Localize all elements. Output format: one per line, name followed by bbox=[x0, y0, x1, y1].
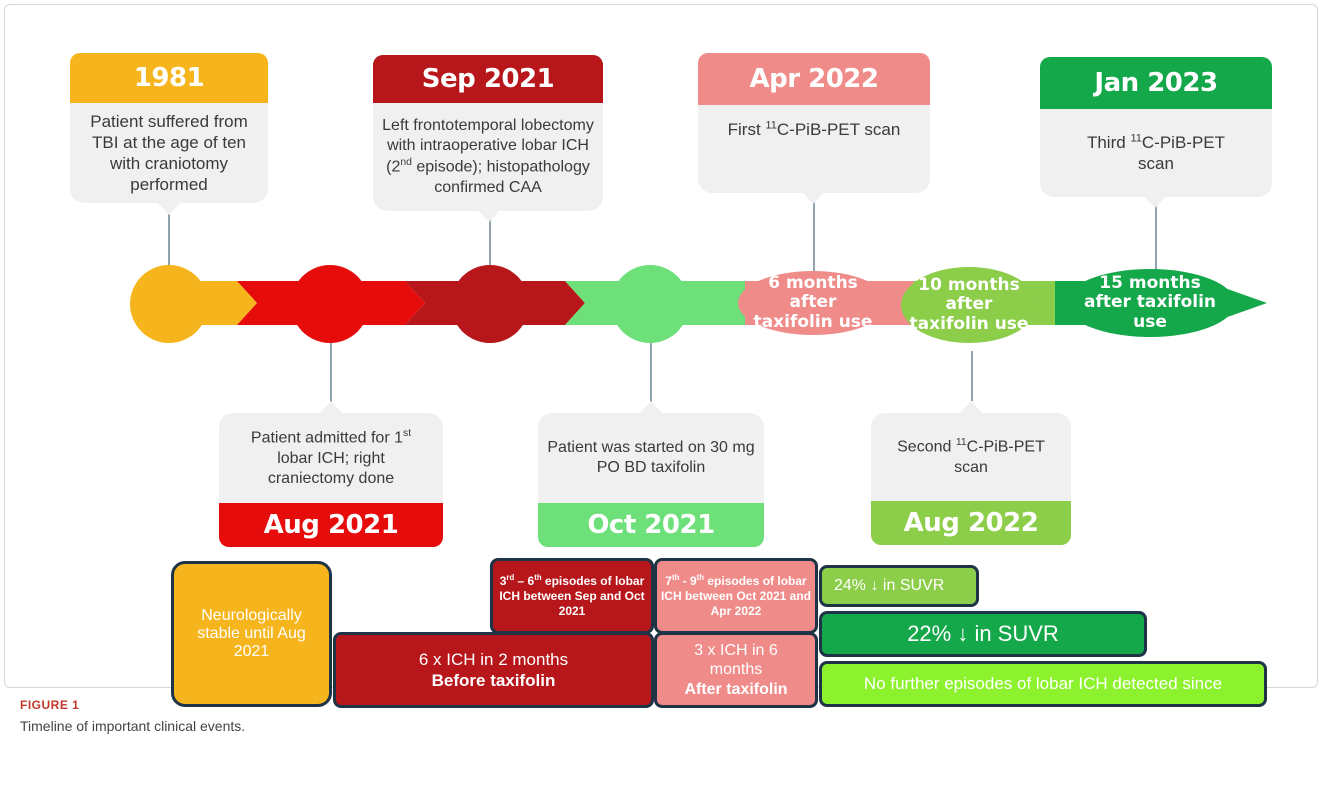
callout-aug2021: Patient admitted for 1st lobar ICH; righ… bbox=[219, 401, 443, 547]
box-after-taxifolin: 3 x ICH in 6 months After taxifolin bbox=[654, 632, 818, 708]
jan2023-text-sup: 11 bbox=[1130, 132, 1142, 145]
callout-sep2021-date: Sep 2021 bbox=[373, 55, 603, 103]
callout-oct2021: Patient was started on 30 mg PO BD taxif… bbox=[538, 401, 764, 547]
callout-sep2021: Sep 2021 Left frontotemporal lobectomy w… bbox=[373, 55, 603, 222]
box-suvr-24: 24% ↓ in SUVR bbox=[819, 565, 979, 607]
callout-sep2021-pointer bbox=[478, 210, 500, 222]
connector-1981 bbox=[168, 213, 170, 271]
callout-oct2021-pointer bbox=[640, 401, 662, 413]
callout-apr2022-date: Apr 2022 bbox=[698, 53, 930, 105]
aug2021-text-b: lobar ICH; right craniectomy done bbox=[267, 449, 395, 487]
sep2021-text-sup: nd bbox=[400, 157, 412, 169]
callout-jan2023-date: Jan 2023 bbox=[1040, 57, 1272, 109]
before-line2: Before taxifolin bbox=[431, 671, 556, 690]
node-aug2021 bbox=[291, 265, 369, 343]
figure-frame: 6 months after taxifolin use 10 months a… bbox=[4, 4, 1318, 708]
connector-sep2021 bbox=[489, 218, 491, 271]
figure-label: FIGURE 1 bbox=[20, 698, 80, 712]
oct-apr-pre: 7 bbox=[665, 574, 672, 588]
sep-oct-sup2: th bbox=[534, 573, 542, 582]
callout-aug2022-pointer bbox=[960, 401, 982, 413]
apr2022-text-b: C-PiB-PET scan bbox=[776, 120, 901, 139]
no-further-text: No further episodes of lobar ICH detecte… bbox=[863, 674, 1223, 693]
apr2022-text-a: First bbox=[727, 120, 766, 139]
box-episodes-sep-oct: 3rd – 6th episodes of lobar ICH between … bbox=[490, 558, 654, 634]
neuro-stable-text: Neurologically stable until Aug 2021 bbox=[197, 607, 306, 660]
connector-apr2022 bbox=[813, 200, 815, 272]
sep-oct-rest: episodes of lobar ICH between Sep and Oc… bbox=[499, 574, 645, 618]
callout-aug2021-date: Aug 2021 bbox=[219, 503, 443, 547]
oval-10-months: 10 months after taxifolin use bbox=[901, 267, 1037, 343]
aug2022-text-b: C-PiB-PET scan bbox=[954, 438, 1045, 476]
connector-aug2021 bbox=[330, 341, 332, 403]
oct-apr-rest: episodes of lobar ICH between Oct 2021 a… bbox=[660, 574, 812, 618]
oval-15-months-label: 15 months after taxifolin use bbox=[1083, 272, 1217, 332]
oval-10-months-label: 10 months after taxifolin use bbox=[909, 274, 1029, 334]
callout-jan2023-pointer bbox=[1144, 196, 1166, 208]
node-sep2021 bbox=[451, 265, 529, 343]
sep-oct-mid: – 6 bbox=[514, 574, 535, 588]
oct-apr-sup2: th bbox=[696, 573, 705, 582]
oval-6-months-label: 6 months after taxifolin use bbox=[753, 272, 873, 332]
callout-aug2021-pointer bbox=[320, 401, 342, 413]
callout-1981: 1981 Patient suffered from TBI at the ag… bbox=[70, 53, 268, 215]
box-before-taxifolin: 6 x ICH in 2 months Before taxifolin bbox=[333, 632, 654, 708]
sep-oct-sup1: rd bbox=[506, 573, 515, 582]
aug2022-text-sup: 11 bbox=[955, 437, 967, 449]
callout-aug2021-text: Patient admitted for 1st lobar ICH; righ… bbox=[219, 413, 443, 503]
jan2023-text-a: Third bbox=[1086, 132, 1131, 152]
figure-title: Timeline of important clinical events. bbox=[20, 718, 246, 734]
connector-oct2021 bbox=[650, 341, 652, 403]
oval-15-months: 15 months after taxifolin use bbox=[1065, 269, 1235, 337]
oct-apr-sup1: th bbox=[671, 573, 680, 582]
oct-apr-mid: - 9 bbox=[679, 574, 697, 588]
box-episodes-oct-apr: 7th - 9th episodes of lobar ICH between … bbox=[654, 558, 818, 634]
oval-6-months: 6 months after taxifolin use bbox=[738, 271, 888, 335]
sep2021-text-b: episode); histopathology confirmed CAA bbox=[411, 158, 590, 196]
callout-1981-date: 1981 bbox=[70, 53, 268, 103]
callout-apr2022-text: First 11C-PiB-PET scan bbox=[698, 105, 930, 193]
callout-apr2022: Apr 2022 First 11C-PiB-PET scan bbox=[698, 53, 930, 204]
aug2021-text-a: Patient admitted for 1 bbox=[250, 429, 403, 447]
callout-oct2021-text: Patient was started on 30 mg PO BD taxif… bbox=[538, 413, 764, 503]
aug2022-text-a: Second bbox=[897, 438, 956, 456]
sep2021-text-a: Left frontotemporal lobectomy with intra… bbox=[382, 117, 594, 176]
figure-caption: FIGURE 1 Timeline of important clinical … bbox=[20, 698, 245, 734]
callout-oct2021-date: Oct 2021 bbox=[538, 503, 764, 547]
callout-aug2022: Second 11C-PiB-PET scan Aug 2022 bbox=[871, 401, 1071, 545]
callout-jan2023-text: Third 11C-PiB-PET scan bbox=[1040, 109, 1272, 197]
callout-aug2022-date: Aug 2022 bbox=[871, 501, 1071, 545]
after-line1: 3 x ICH in 6 months bbox=[694, 642, 778, 679]
node-1981 bbox=[130, 265, 208, 343]
sep-oct-pre: 3 bbox=[499, 574, 507, 588]
callout-sep2021-text: Left frontotemporal lobectomy with intra… bbox=[373, 103, 603, 211]
before-line1: 6 x ICH in 2 months bbox=[418, 649, 569, 669]
box-no-further: No further episodes of lobar ICH detecte… bbox=[819, 661, 1267, 707]
callout-1981-pointer bbox=[158, 203, 180, 215]
connector-aug2022 bbox=[971, 351, 973, 401]
callout-apr2022-pointer bbox=[802, 192, 824, 204]
callout-1981-text: Patient suffered from TBI at the age of … bbox=[70, 103, 268, 203]
jan2023-text-b: C-PiB-PET scan bbox=[1138, 132, 1226, 173]
callout-jan2023: Jan 2023 Third 11C-PiB-PET scan bbox=[1040, 57, 1272, 208]
box-neuro-stable: Neurologically stable until Aug 2021 bbox=[171, 561, 332, 707]
node-oct2021 bbox=[611, 265, 689, 343]
suvr-22-text: 22% ↓ in SUVR bbox=[907, 621, 1059, 646]
suvr-24-text: 24% ↓ in SUVR bbox=[834, 577, 945, 594]
connector-jan2023 bbox=[1155, 203, 1157, 275]
aug2021-text-sup: st bbox=[403, 428, 412, 440]
after-line2: After taxifolin bbox=[684, 680, 788, 698]
apr2022-text-sup: 11 bbox=[765, 119, 777, 132]
box-suvr-22: 22% ↓ in SUVR bbox=[819, 611, 1147, 657]
callout-aug2022-text: Second 11C-PiB-PET scan bbox=[871, 413, 1071, 501]
